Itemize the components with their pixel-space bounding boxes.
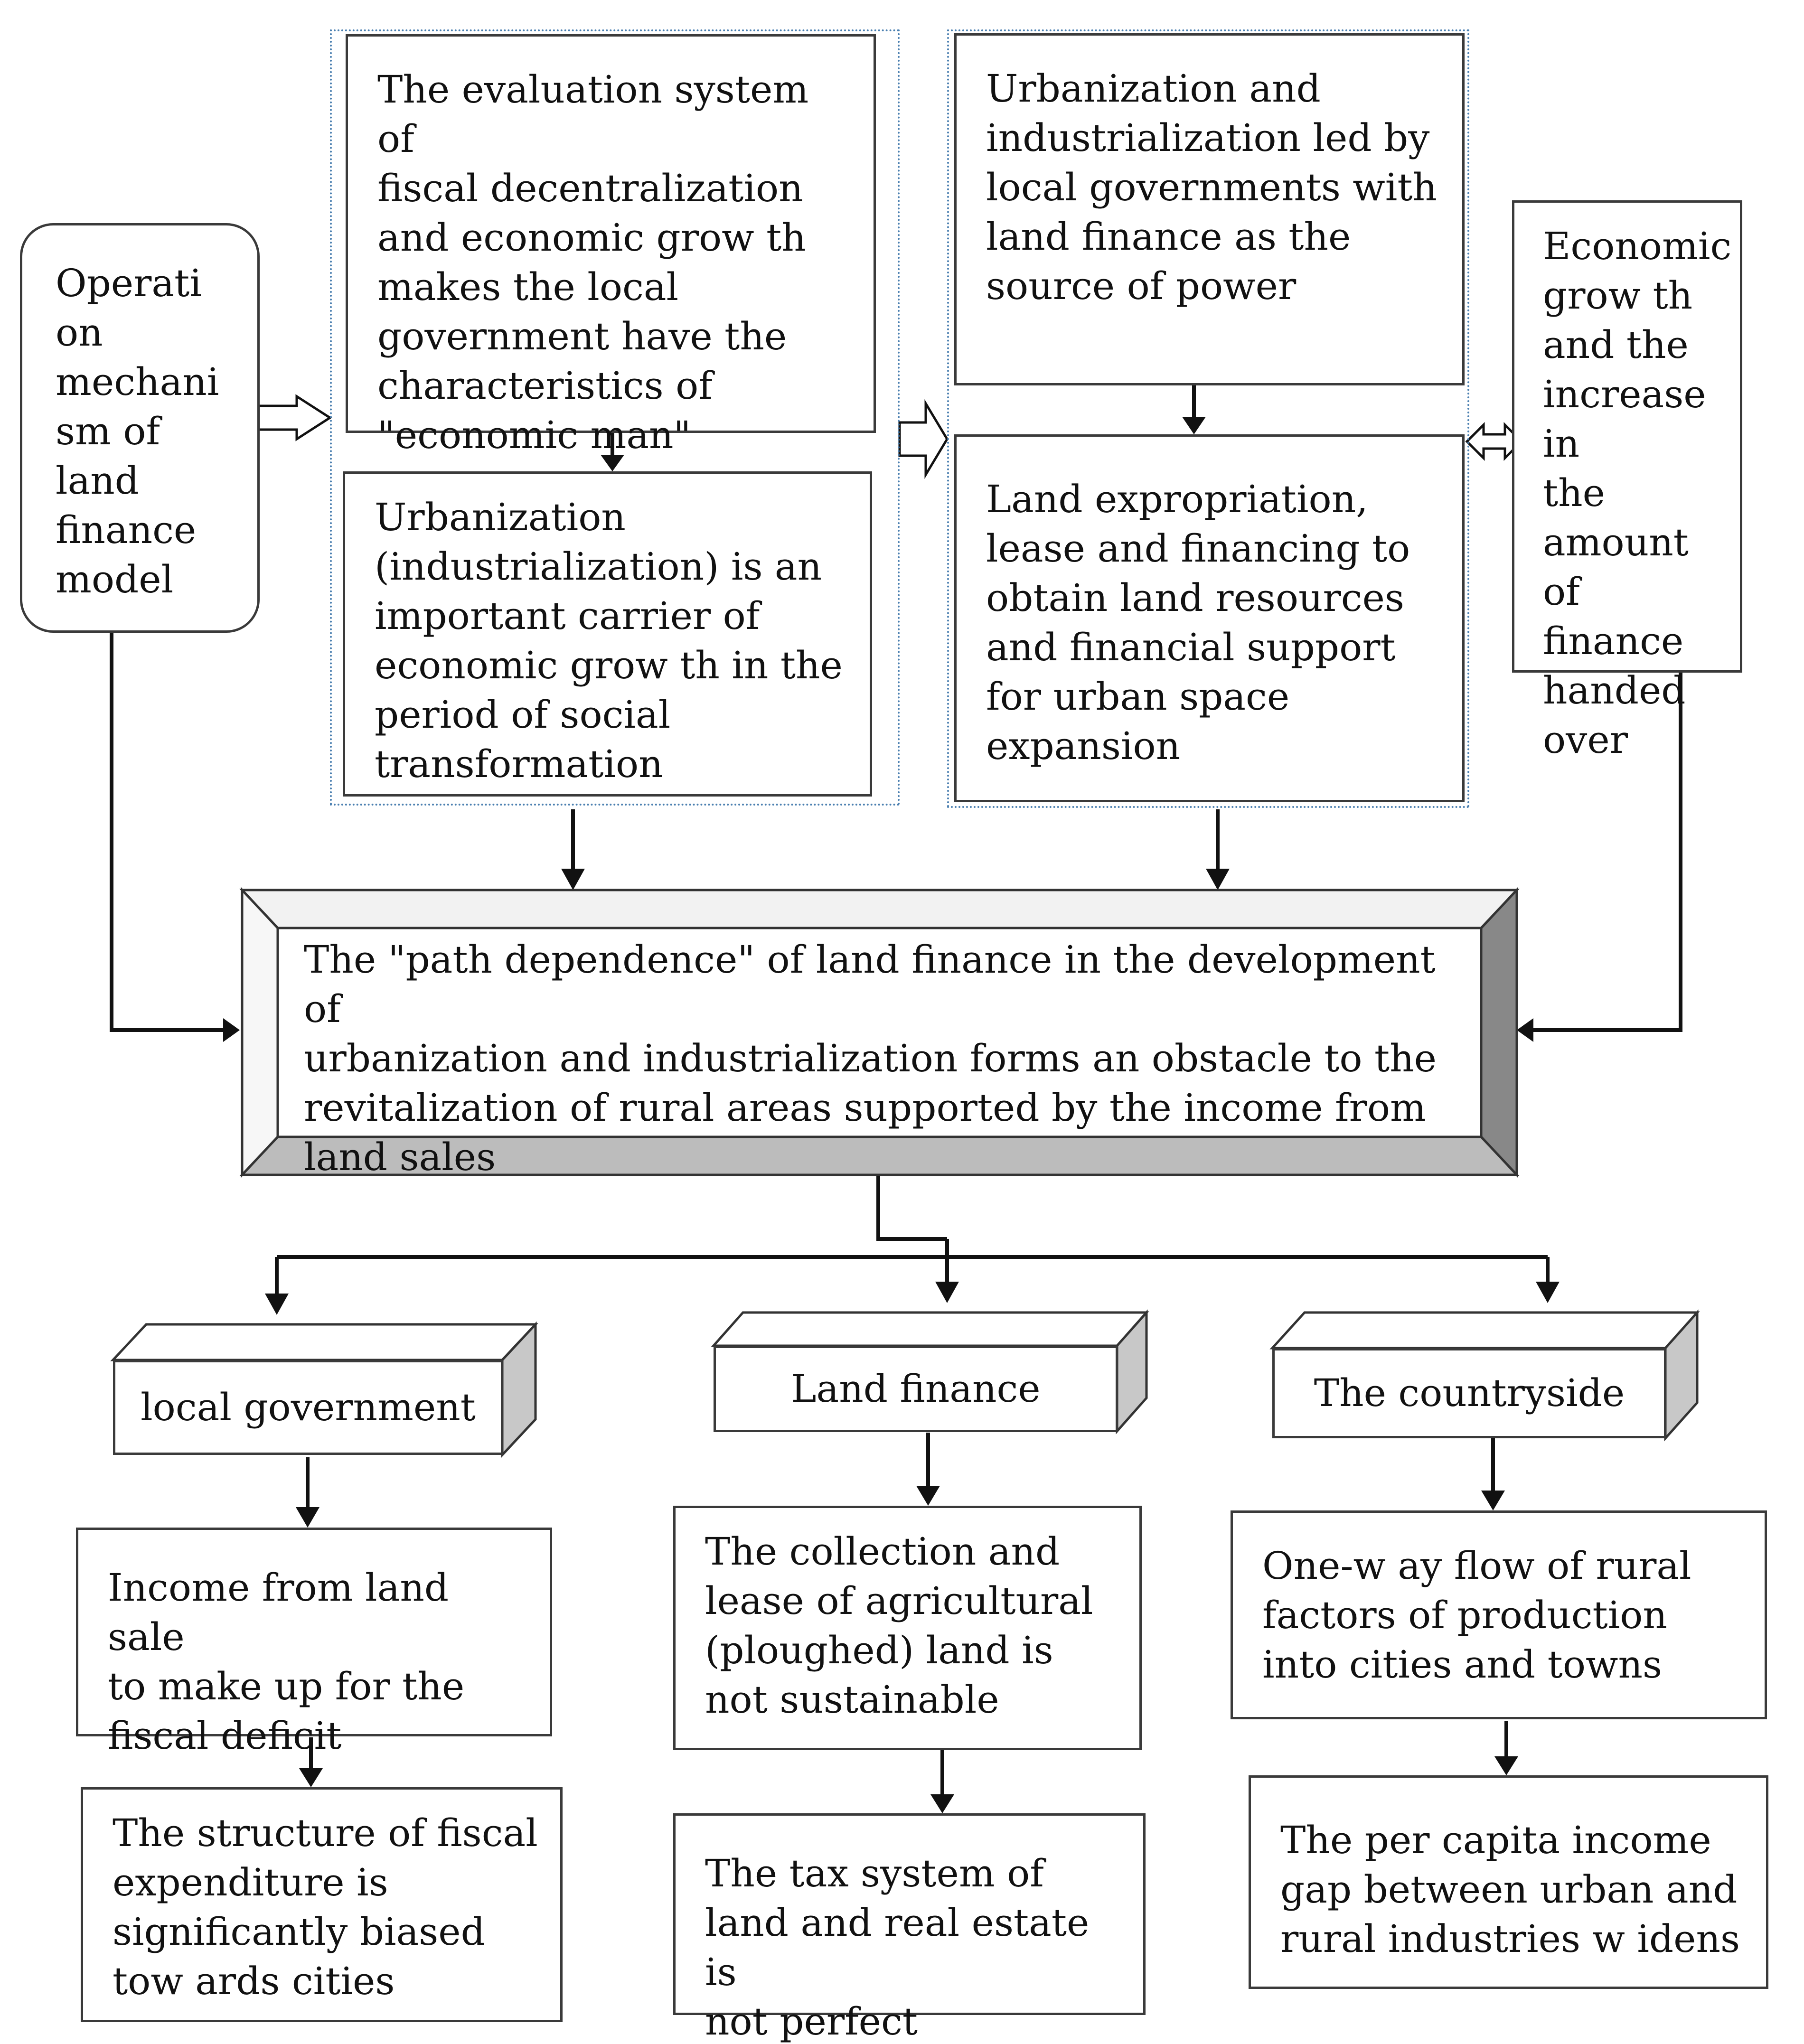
block-top-local-government (110, 1323, 538, 1361)
arrowhead (916, 1486, 940, 1506)
arrowhead (223, 1018, 240, 1042)
arrowhead (1481, 1491, 1505, 1510)
node-one-way-flow: One-w ay flow of rural factors of produc… (1231, 1510, 1767, 1719)
arrowhead (265, 1294, 289, 1315)
hollow-arrow-column1-to-column2 (898, 399, 949, 479)
group-frame-right (947, 29, 1469, 808)
arrowhead (1517, 1018, 1533, 1042)
node-tax-system: The tax system of land and real estate i… (673, 1813, 1146, 2044)
node-path-dependence: The "path dependence" of land finance in… (304, 938, 1437, 1179)
group-frame-left (330, 29, 900, 806)
node-urbanization-led: Urbanization and industrialization led b… (954, 33, 1465, 385)
arrowhead (1536, 1282, 1560, 1303)
node-collection-lease: The collection and lease of agricultural… (673, 1506, 1142, 1750)
node-urbanization-carrier: Urbanization (industrialization) is an i… (343, 471, 872, 797)
node-local-government: local government (113, 1360, 503, 1455)
node-countryside: The countryside (1272, 1348, 1666, 1438)
arrowhead (1206, 869, 1230, 890)
connector-main-to-branches (876, 1175, 947, 1241)
node-land-expropriation: Land expropriation, lease and financing … (954, 434, 1465, 802)
node-operation-mechanism: Operati on mechani sm of land finance mo… (20, 223, 260, 633)
node-land-finance: Land finance (714, 1346, 1118, 1432)
node-income-land-sale: Income from land sale to make up for the… (76, 1528, 552, 1758)
block-top-countryside (1269, 1311, 1700, 1350)
bevel-left (241, 887, 279, 1178)
arrowhead (296, 1507, 319, 1528)
arrow-mechanism-to-main (110, 633, 223, 1032)
bevel-top (239, 889, 1520, 929)
bevel-right (1480, 887, 1518, 1178)
node-economic-growth: Economic grow th and the increase in the… (1512, 200, 1742, 762)
bevel-face (276, 927, 1483, 1138)
arrowhead (1182, 417, 1206, 434)
arrowhead (1494, 1756, 1518, 1775)
arrowhead (935, 1282, 959, 1303)
hollow-arrow-mechanism-to-evaluation (257, 394, 332, 441)
block-top-land-finance (711, 1311, 1149, 1347)
arrowhead (561, 869, 585, 890)
arrowhead (299, 1768, 323, 1787)
arrowhead (930, 1794, 954, 1813)
node-income-gap: The per capita income gap between urban … (1249, 1775, 1768, 1989)
node-fiscal-structure: The structure of fiscal expenditure is s… (81, 1787, 563, 2022)
arrow-growth-to-main (1533, 673, 1682, 1032)
arrowhead (601, 455, 624, 471)
node-evaluation-system: The evaluation system of fiscal decentra… (346, 34, 876, 457)
